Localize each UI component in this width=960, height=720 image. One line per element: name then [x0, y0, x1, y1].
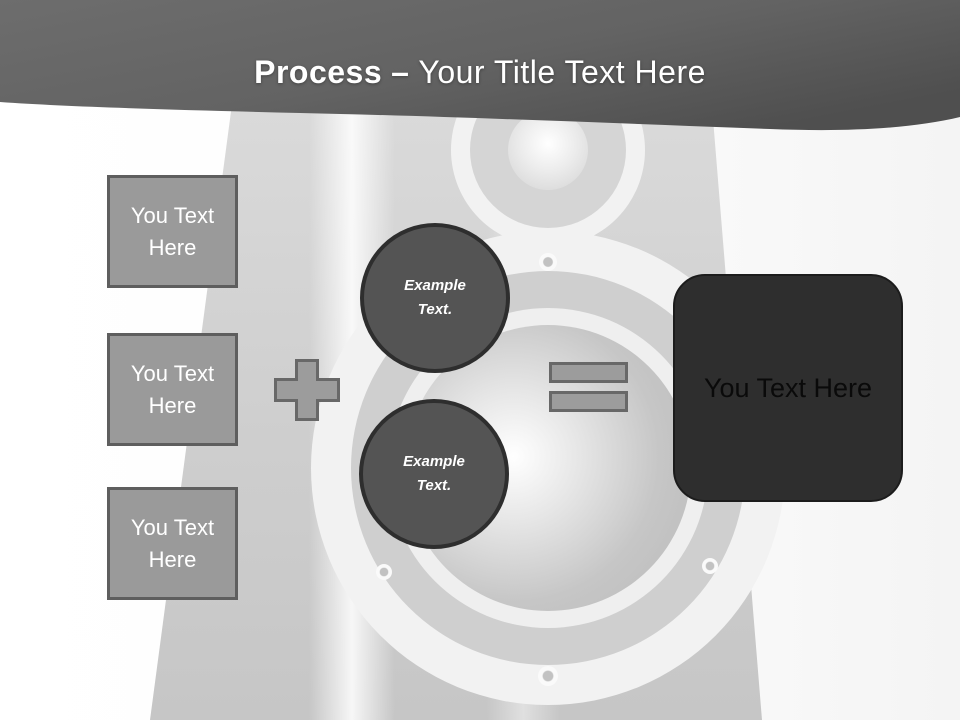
text-placeholder-label: You Text Here — [130, 514, 215, 572]
text-placeholder-box-3[interactable]: You Text Here — [107, 487, 238, 600]
screw-icon — [539, 253, 557, 271]
example-circle-label: Example Text. — [404, 277, 466, 318]
example-circle-label: Example Text. — [403, 453, 465, 494]
result-box[interactable]: You Text Here — [673, 274, 903, 502]
plus-icon[interactable] — [274, 359, 340, 421]
tweeter-dome — [508, 110, 588, 190]
text-placeholder-label: You Text Here — [130, 360, 215, 418]
equals-bar-top — [549, 362, 628, 383]
text-placeholder-box-2[interactable]: You Text Here — [107, 333, 238, 446]
screw-icon — [702, 558, 718, 574]
screw-icon — [376, 564, 392, 580]
result-box-label: You Text Here — [703, 372, 873, 403]
example-circle-1[interactable]: Example Text. — [360, 223, 510, 373]
title-text: Your Title Text Here — [418, 54, 706, 90]
title-keyword: Process — [254, 54, 383, 90]
page-title[interactable]: Process–Your Title Text Here — [0, 54, 960, 91]
header-wave — [0, 0, 960, 131]
text-placeholder-label: You Text Here — [130, 202, 215, 260]
title-dash: – — [391, 54, 410, 90]
equals-bar-bottom — [549, 391, 628, 412]
text-placeholder-box-1[interactable]: You Text Here — [107, 175, 238, 288]
example-circle-2[interactable]: Example Text. — [359, 399, 509, 549]
equals-icon[interactable] — [549, 362, 628, 412]
screw-icon — [538, 666, 558, 686]
